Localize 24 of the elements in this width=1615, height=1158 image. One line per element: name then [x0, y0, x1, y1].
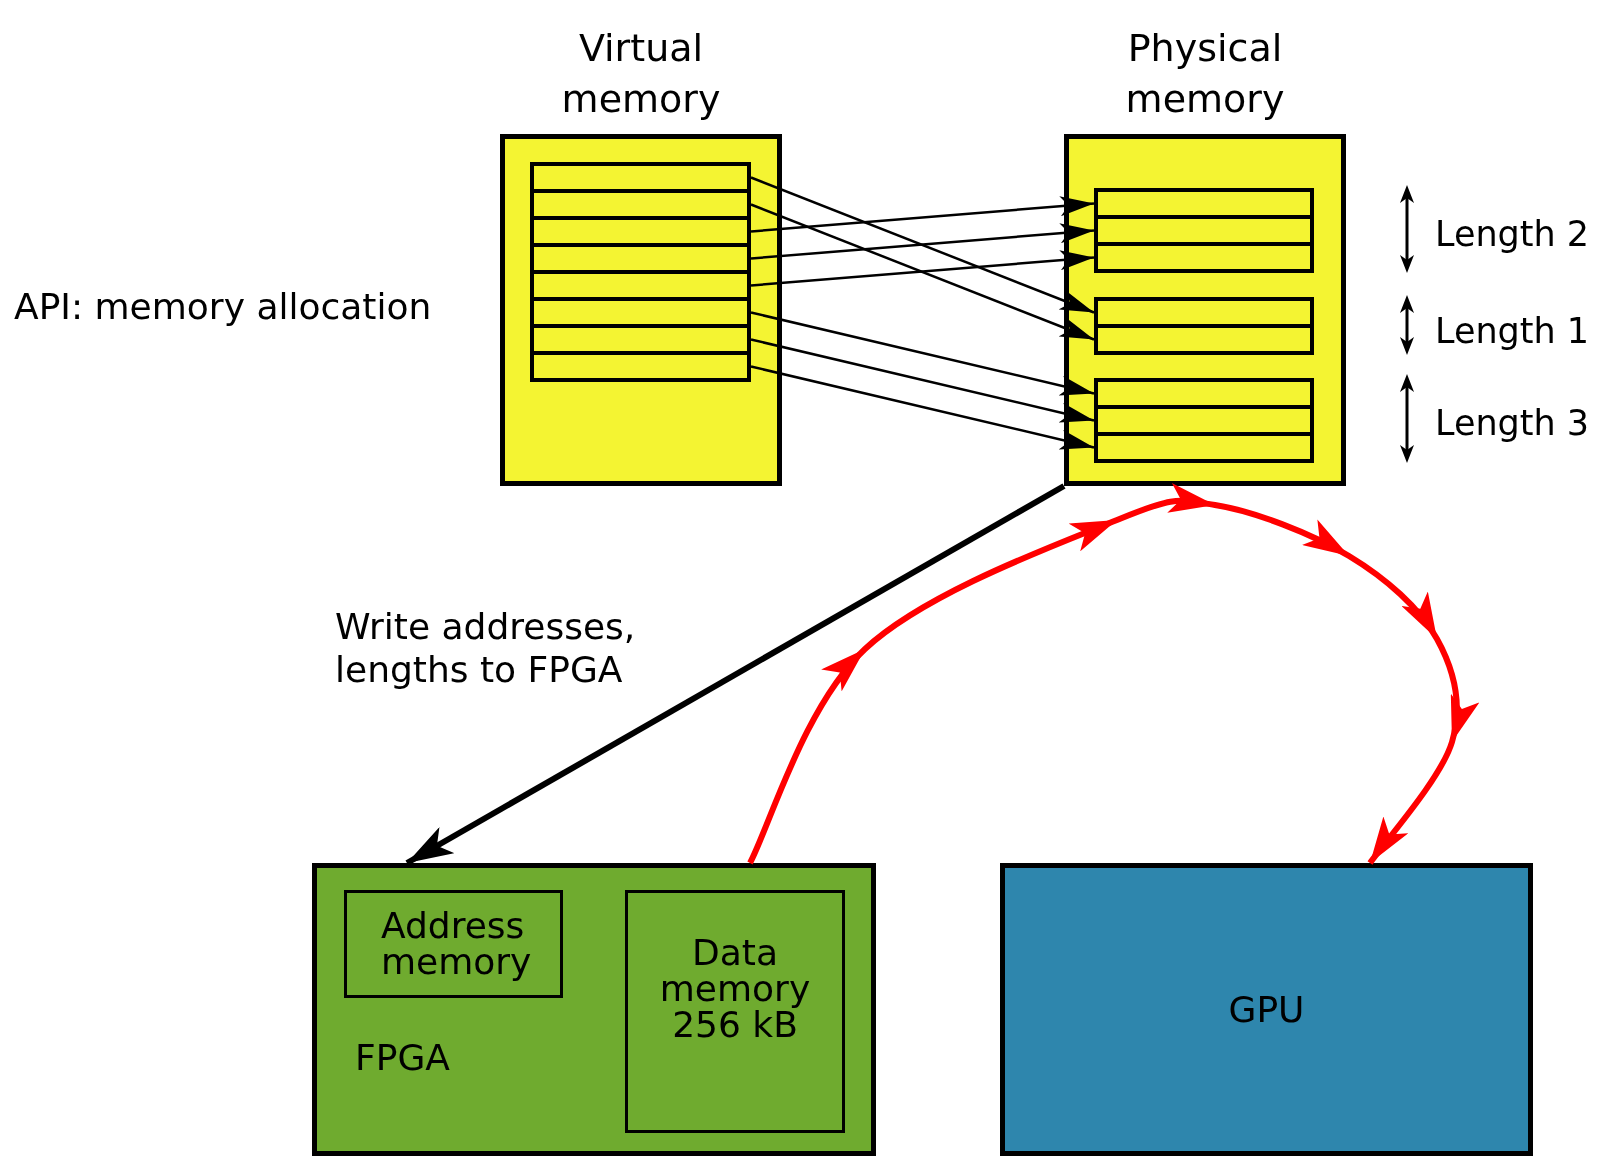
memory-region: [344, 890, 563, 998]
gpu-block: [1000, 863, 1533, 1156]
arrow: [750, 365, 1095, 450]
panel-title: Physical memory: [1124, 24, 1286, 123]
arrow: [750, 250, 1095, 287]
arrow: [750, 196, 1095, 233]
dimension-label: Length 3: [1435, 402, 1590, 445]
block-label: Address memory: [381, 908, 533, 980]
panel-title: Virtual memory: [560, 24, 722, 123]
arrow: [747, 483, 1479, 865]
arrow: [750, 223, 1095, 260]
arrow: [750, 176, 1095, 314]
arrow: [750, 311, 1095, 396]
block-label: Data memory 256 kB: [658, 935, 812, 1047]
arrow: [750, 338, 1095, 423]
memory-region: [625, 890, 845, 1133]
dimension-label: Length 1: [1435, 310, 1590, 353]
note-text: API: memory allocation: [14, 285, 432, 329]
dimension-label: Length 2: [1435, 213, 1590, 256]
arrow: [405, 483, 1066, 866]
arrow: [750, 203, 1095, 341]
block-label: FPGA: [355, 1040, 450, 1076]
fpga-block: [312, 863, 876, 1156]
block-label: GPU: [1228, 987, 1305, 1032]
